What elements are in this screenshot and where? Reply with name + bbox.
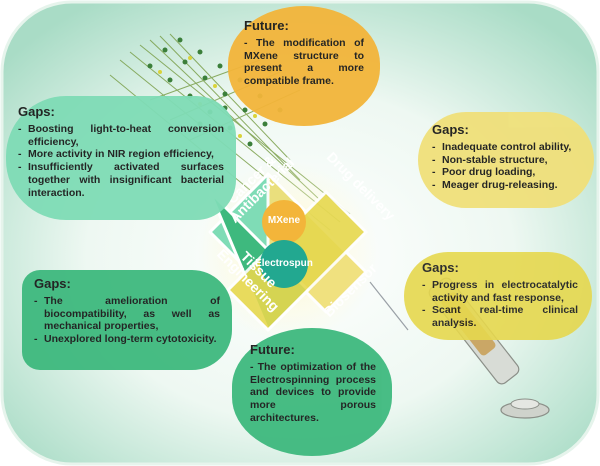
gaps-right-bottom-item: Scant real-time clinical analysis. xyxy=(422,304,578,330)
gaps-left-bottom-bubble: Gaps: The amelioration of biocompatibili… xyxy=(22,270,232,370)
future-top-bubble: Future: - The modification of MXene stru… xyxy=(228,6,380,126)
gaps-left-bottom-list: The amelioration of biocompatibility, as… xyxy=(34,295,220,346)
future-bottom-title: Future: xyxy=(250,342,295,357)
gaps-right-bottom-item: Progress in electrocatalytic activity an… xyxy=(422,279,578,305)
gaps-right-bottom-title: Gaps: xyxy=(422,260,459,275)
gaps-right-top-item: Inadequate control ability, xyxy=(432,141,582,154)
gaps-left-bottom-item: Unexplored long-term cytotoxicity. xyxy=(34,333,220,346)
future-bottom-text: - The optimization of the Electrospinnin… xyxy=(250,360,376,425)
gaps-right-bottom-bubble: Gaps: Progress in electrocatalytic activ… xyxy=(404,252,592,340)
future-top-title: Future: xyxy=(244,18,289,33)
gaps-right-top-item: Non-stable structure, xyxy=(432,154,582,167)
gaps-right-top-list: Inadequate control ability, Non-stable s… xyxy=(432,141,582,192)
electrospun-label: Electrospun xyxy=(255,258,313,269)
gaps-left-title: Gaps: xyxy=(18,104,55,119)
gaps-right-top-title: Gaps: xyxy=(432,122,469,137)
gaps-right-bottom-list: Progress in electrocatalytic activity an… xyxy=(422,279,578,330)
gaps-right-top-bubble: Gaps: Inadequate control ability, Non-st… xyxy=(418,112,594,208)
future-bottom-bubble: Future: - The optimization of the Electr… xyxy=(232,328,392,456)
gaps-left-bottom-title: Gaps: xyxy=(34,276,71,291)
gaps-left-list: Boosting light-to-heat conversion effici… xyxy=(18,123,224,200)
gaps-left-item: More activity in NIR region efficiency, xyxy=(18,148,224,161)
gaps-right-top-item: Meager drug-releasing. xyxy=(432,179,582,192)
mxene-label: MXene xyxy=(267,215,301,226)
gaps-left-item: Insufficiently activated surfaces togeth… xyxy=(18,161,224,199)
gaps-left-bottom-item: The amelioration of biocompatibility, as… xyxy=(34,295,220,333)
future-top-text: - The modification of MXene structure to… xyxy=(244,36,364,88)
mxene-circle xyxy=(262,200,306,244)
gaps-left-bubble: Gaps: Boosting light-to-heat conversion … xyxy=(6,96,236,220)
central-hexagon xyxy=(198,162,378,342)
electrospun-circle xyxy=(260,240,308,288)
gaps-left-item: Boosting light-to-heat conversion effici… xyxy=(18,123,224,149)
gaps-right-top-item: Poor drug loading, xyxy=(432,166,582,179)
